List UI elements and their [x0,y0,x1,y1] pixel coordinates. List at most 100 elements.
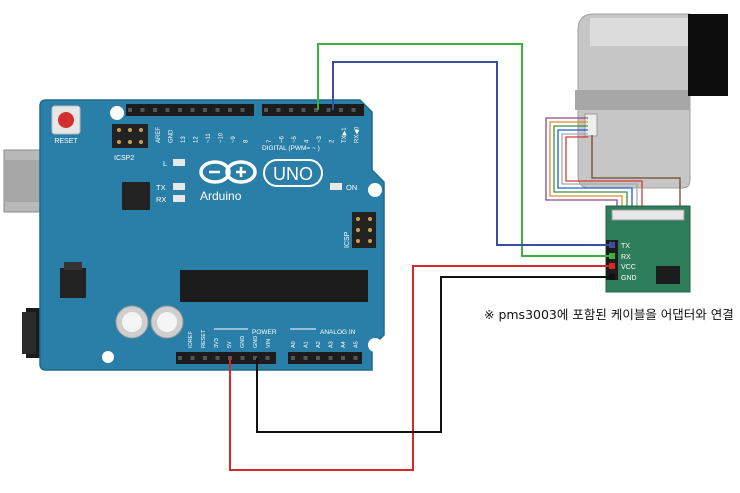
microcontroller-chip [180,270,368,302]
on-led [330,183,342,190]
header-pin [265,356,270,360]
power-pin-label: 5V [227,341,233,348]
top-pin-label: ~10 [219,132,225,143]
header-pin [203,108,207,112]
top-pin-label: ~5 [292,135,298,143]
analog-pin-label: A0 [291,341,297,348]
wires [229,43,612,471]
top-pin-label: GND [169,129,175,143]
wire-red-vcc [229,265,612,471]
header-pin [253,356,257,360]
header-pin [291,356,295,360]
header-pin [240,108,245,112]
adapter-chip [656,266,680,284]
adapter-pin-label: GND [621,275,637,282]
uno-model: UNO [273,164,313,184]
header-pin [276,108,281,112]
usb-chip [122,182,150,210]
header-pin [326,108,331,112]
power-header [176,352,276,364]
top-header-right [262,104,364,116]
top-pin-label: 4 [305,139,311,143]
power-pin-label: GND [253,336,259,348]
header-pin [328,356,333,360]
power-pin-label: GND [240,336,246,348]
adapter-socket [611,209,685,221]
analog-pin-label: A3 [329,341,335,348]
top-pin-label: ~3 [317,135,323,143]
sensor-fan-block [688,14,728,96]
header-pin [264,108,268,112]
l-led [173,159,185,166]
power-pin-label: RESET [201,329,207,348]
top-pin-label: 8 [244,139,250,143]
header-pin [301,108,306,112]
power-pin-label: VIN [266,339,272,348]
header-pin [351,108,356,112]
connection-note: ※ pms3003에 포함된 케이블을 어댑터와 연결 [484,307,734,322]
header-pin [215,108,220,112]
tx-led [173,183,185,190]
analog-pin-label: A1 [304,341,310,348]
adapter-header [606,240,618,280]
sensor-connector [584,113,598,137]
power-pin-label: 3V3 [214,338,220,348]
header-pin [203,356,207,360]
header-pin [153,108,157,112]
uno-badge [263,159,323,187]
icsp2-header [112,124,148,148]
top-pin-label: 12 [194,136,200,143]
top-pin-label: 2 [330,139,336,143]
top-pin-label: TX▶1 [342,127,348,143]
header-pin [240,356,245,360]
reset-label: RESET [54,138,78,145]
rx-led-label: RX [156,195,166,204]
wire-black-gnd [256,276,612,433]
analog-label: ANALOG IN [320,329,356,336]
header-pin [303,356,308,360]
header-pin [215,356,220,360]
top-pin-label: RX◀0 [355,126,361,143]
l-led-label: L [163,159,167,168]
analog-pin-label: A2 [316,341,322,348]
header-pin [140,108,145,112]
power-pin-label: IOREF [188,331,194,348]
header-pin [165,108,170,112]
header-pin [316,356,320,360]
arduino-brand: Arduino [200,189,242,203]
header-pin [128,108,132,112]
header-pin [178,356,182,360]
top-pin-label: AREF [156,127,162,143]
tx-led-label: TX [156,183,166,192]
arduino-logo-icon [199,160,257,184]
header-pin [190,356,195,360]
board-body [39,99,385,371]
header-pin [190,108,195,112]
on-led-label: ON [346,183,357,192]
power-label: POWER [252,329,277,336]
rx-led [173,195,185,202]
top-pin-label: ~9 [231,135,237,143]
analog-pin-label: A4 [341,341,347,348]
top-pin-label: ~6 [280,135,286,143]
header-pin [314,108,318,112]
header-pin [341,356,345,360]
top-pin-label: 7 [267,139,273,143]
header-pin [178,108,182,112]
pms3003-sensor [575,13,728,189]
ribbon-cable [545,117,681,212]
digital-label: DIGITAL (PWM= ~ ) [262,145,320,152]
analog-pin-label: A5 [354,341,360,348]
header-pin [353,356,358,360]
top-pin-label: 13 [181,136,187,143]
icsp-label: ICSP [344,231,351,248]
voltage-regulator [60,268,86,298]
wire-green-tx [317,43,612,257]
header-pin [228,108,232,112]
icsp2-label: ICSP2 [114,155,134,162]
wire-blue-rx [332,61,612,246]
top-header-left [126,104,254,116]
top-pin-label: ~11 [206,133,212,143]
